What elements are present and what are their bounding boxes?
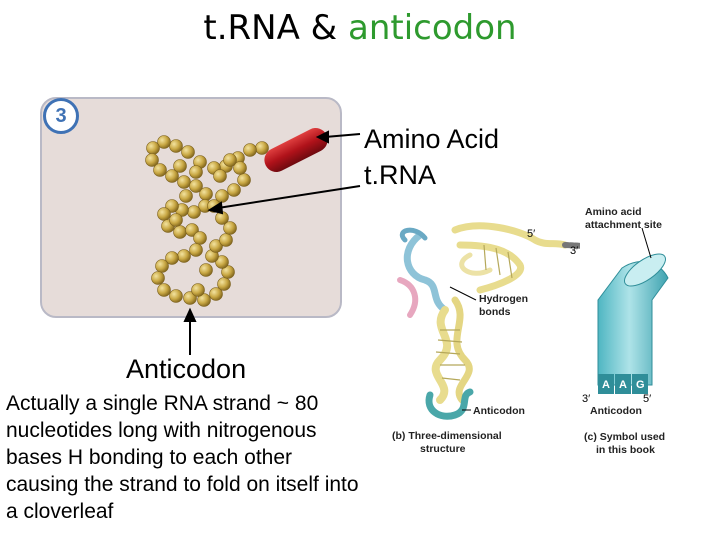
anticodon-label: Anticodon — [126, 354, 246, 385]
nucleotide-bead — [174, 226, 187, 239]
trna-symbol-diagram: A A G Amino acid attachment site 3′ 5′ A… — [580, 200, 710, 460]
nucleotide-bead — [154, 164, 167, 177]
nucleotide-bead — [244, 144, 257, 157]
nucleotide-bead — [188, 206, 201, 219]
trna-label: t.RNA — [364, 160, 436, 191]
nucleotide-beads — [146, 136, 269, 307]
hydrogen-bonds-label-line1: Hydrogen — [479, 293, 528, 305]
nucleotide-bead — [158, 284, 171, 297]
attachment-label-line2: attachment site — [585, 219, 662, 231]
nucleotide-bead — [200, 188, 213, 201]
five-prime-c: 5′ — [643, 393, 651, 405]
nucleotide-bead — [256, 142, 269, 155]
nucleotide-bead — [220, 234, 233, 247]
ribbon-strands — [400, 226, 580, 416]
anticodon-label-c: Anticodon — [590, 405, 642, 417]
caption-b-line2: structure — [420, 443, 466, 455]
description-text: Actually a single RNA strand ~ 80 nucleo… — [6, 390, 366, 525]
base-a-1: A — [602, 379, 610, 391]
nucleotide-bead — [156, 260, 169, 273]
base-a-2: A — [619, 379, 627, 391]
trna-3d-structure-diagram: 5′ 3′ Hydrogen bonds Anticodon (b) Three… — [380, 205, 580, 455]
nucleotide-bead — [170, 214, 183, 227]
attachment-leader-line — [642, 228, 651, 258]
nucleotide-bead — [214, 170, 227, 183]
nucleotide-bead — [158, 208, 171, 221]
anticodon-label-b: Anticodon — [473, 405, 525, 417]
nucleotide-bead — [178, 176, 191, 189]
nucleotide-bead — [178, 250, 191, 263]
five-prime-b: 5′ — [527, 228, 535, 240]
nucleotide-bead — [170, 140, 183, 153]
nucleotide-bead — [194, 232, 207, 245]
caption-c-line1: (c) Symbol used — [584, 431, 665, 443]
attachment-label-line1: Amino acid — [585, 206, 642, 218]
nucleotide-bead — [218, 278, 231, 291]
nucleotide-bead — [180, 190, 193, 203]
three-prime-c: 3′ — [582, 393, 590, 405]
step-number-badge: 3 — [43, 98, 79, 134]
hydrogen-bonds-label-line2: bonds — [479, 306, 511, 318]
three-prime-b: 3′ — [570, 245, 578, 257]
nucleotide-bead — [228, 184, 241, 197]
nucleotide-bead — [147, 142, 160, 155]
nucleotide-bead — [190, 166, 203, 179]
anticodon-bases: A A G — [598, 374, 648, 394]
base-g: G — [636, 379, 645, 391]
nucleotide-bead — [238, 174, 251, 187]
nucleotide-bead — [200, 264, 213, 277]
amino-acid-shape — [260, 124, 331, 176]
nucleotide-bead — [224, 154, 237, 167]
caption-b-line1: (b) Three-dimensional — [392, 430, 502, 442]
caption-c-line2: in this book — [596, 444, 655, 456]
nucleotide-bead — [174, 160, 187, 173]
trna-symbol-shape — [598, 248, 670, 385]
nucleotide-bead — [192, 284, 205, 297]
nucleotide-bead — [182, 146, 195, 159]
nucleotide-bead — [190, 244, 203, 257]
amino-acid-label: Amino Acid — [364, 124, 499, 155]
nucleotide-bead — [152, 272, 165, 285]
nucleotide-bead — [216, 190, 229, 203]
nucleotide-bead — [170, 290, 183, 303]
